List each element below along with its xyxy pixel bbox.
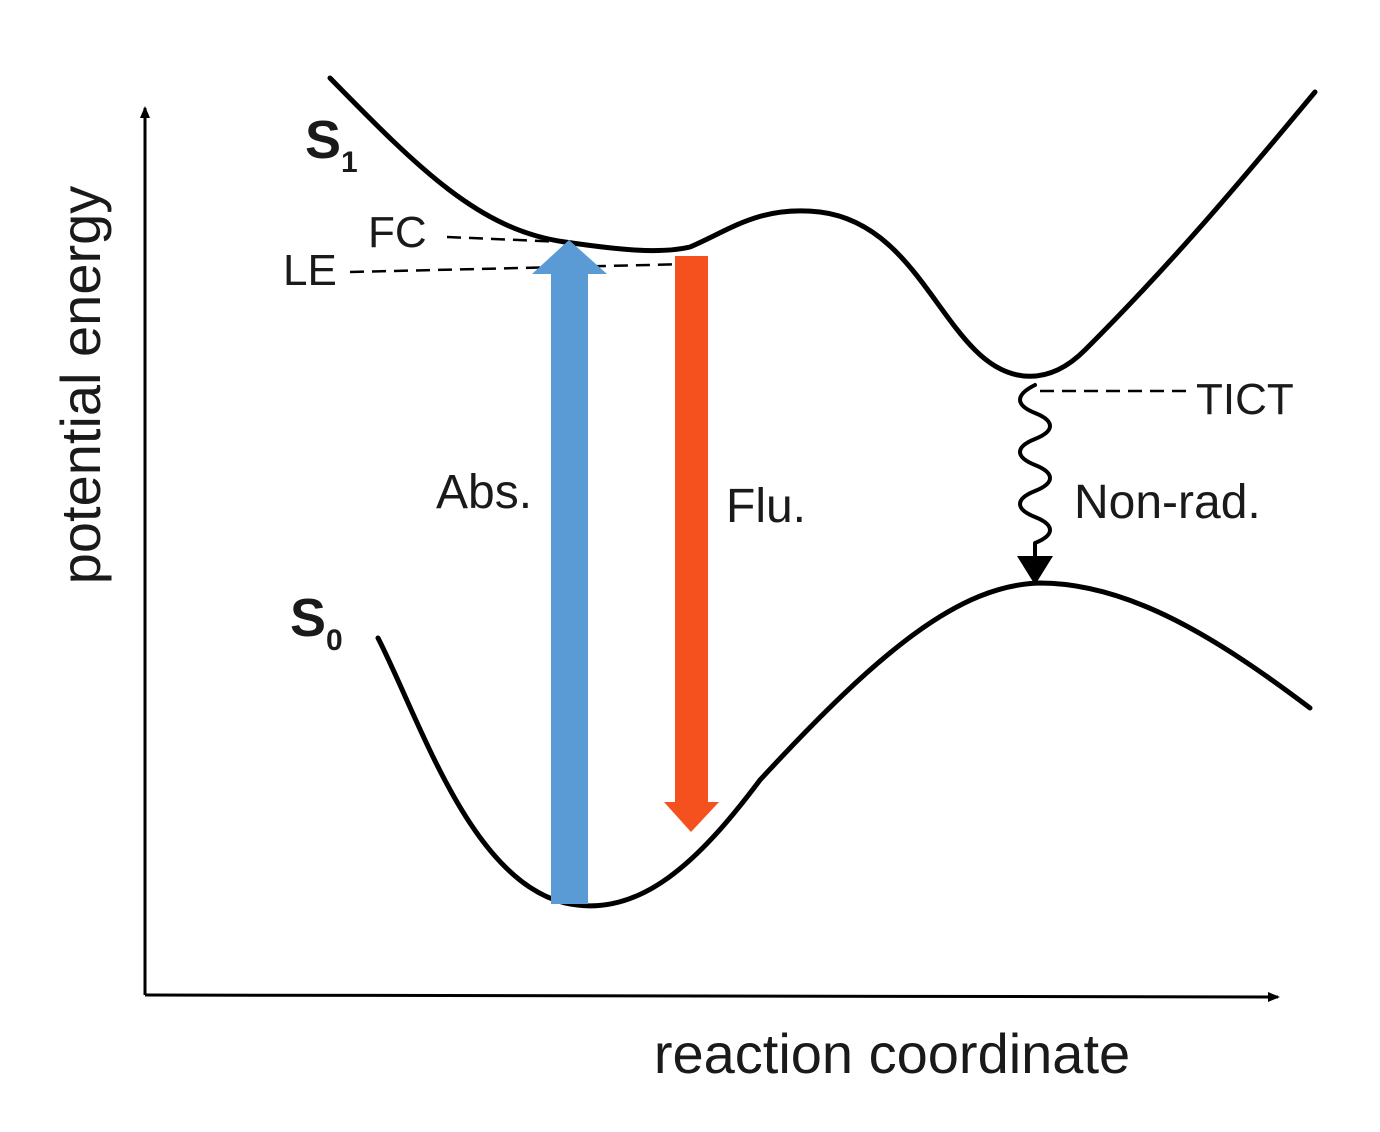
x-axis	[144, 991, 1280, 1002]
absorption-label: Abs.	[436, 466, 532, 519]
nonradiative-arrow	[1017, 383, 1053, 585]
tict-label: TICT	[1196, 375, 1294, 424]
x-axis-label: reaction coordinate	[654, 1022, 1130, 1085]
nonradiative-label: Non-rad.	[1074, 476, 1261, 529]
fluorescence-arrow	[664, 256, 719, 832]
fc-level-line	[446, 235, 566, 244]
s1-label: S1	[305, 110, 358, 179]
fluorescence-label: Flu.	[726, 480, 806, 533]
s0-curve	[375, 580, 1313, 909]
s1-curve	[327, 75, 1318, 379]
le-level-line	[349, 262, 691, 274]
le-label: LE	[283, 246, 337, 295]
s0-label: S0	[290, 588, 343, 657]
y-axis-label: potential energy	[49, 186, 112, 585]
absorption-arrow	[532, 240, 607, 904]
fc-label: FC	[368, 208, 427, 257]
